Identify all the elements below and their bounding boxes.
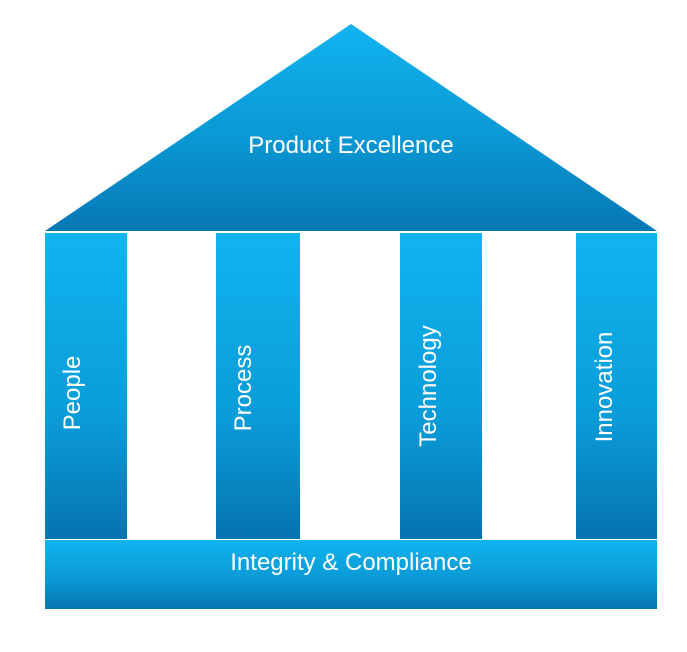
pillar-process-label: Process: [230, 345, 257, 432]
pillar-process-shape: [216, 233, 300, 539]
pillar-people-label: People: [59, 356, 86, 431]
pillar-technology-label: Technology: [415, 325, 442, 446]
base-label: Integrity & Compliance: [230, 549, 471, 576]
pillar-innovation-shape: [576, 233, 657, 539]
pillar-technology-shape: [400, 233, 482, 539]
pillar-technology: Technology: [400, 233, 482, 539]
pillar-innovation: Innovation: [576, 233, 657, 539]
roof-shape: [45, 24, 657, 231]
pillar-innovation-label: Innovation: [591, 332, 618, 443]
pillar-people-shape: [45, 233, 127, 539]
base-shape: [45, 540, 657, 609]
pillar-process: Process: [216, 233, 300, 539]
pillar-people: People: [45, 233, 127, 539]
roof-label: Product Excellence: [248, 132, 453, 159]
